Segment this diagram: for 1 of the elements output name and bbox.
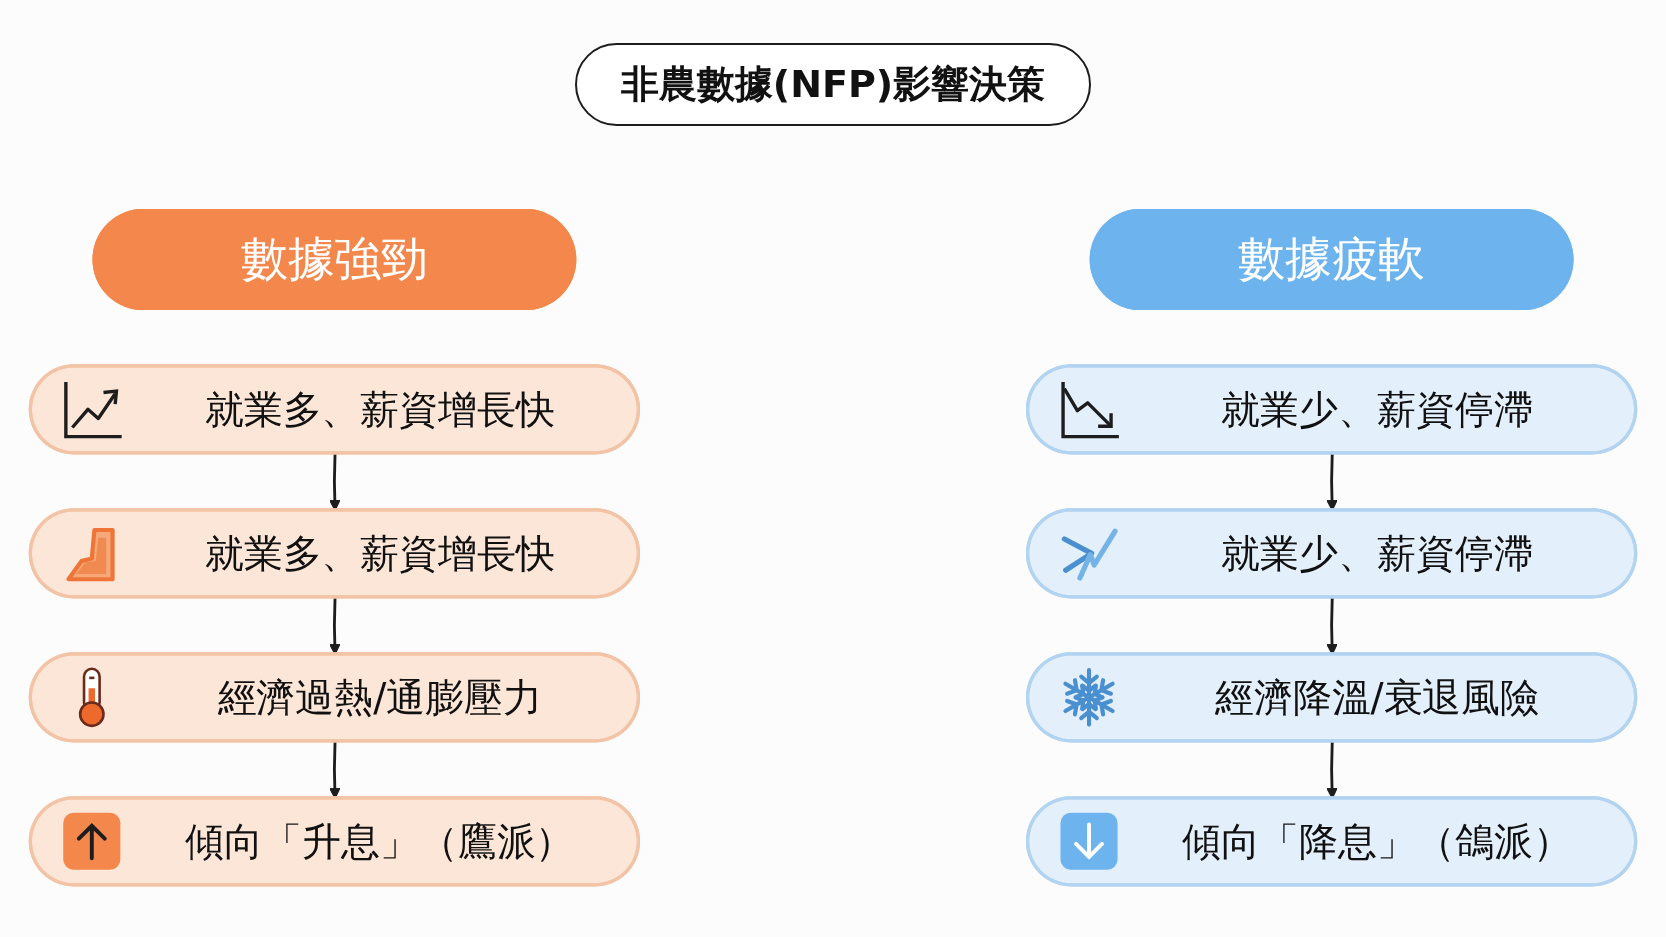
title: 非農數據(NFP)影響決策 (574, 42, 1092, 126)
